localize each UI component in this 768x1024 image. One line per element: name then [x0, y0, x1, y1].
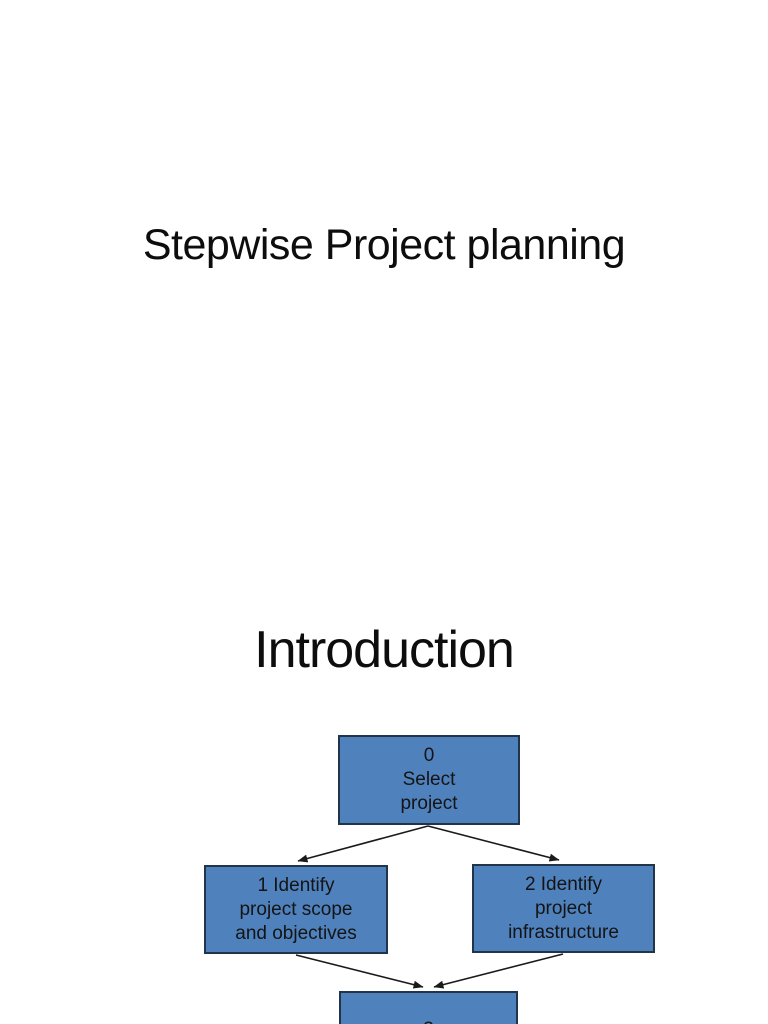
- flow-box-line: 3: [423, 1018, 434, 1024]
- flow-box-line: project scope: [239, 898, 353, 920]
- flow-box-line: 0: [423, 745, 435, 766]
- connector-arrow: [295, 954, 424, 989]
- slide1-title: Stepwise Project planning: [142, 221, 626, 269]
- flow-box-line: 2 Identify: [524, 873, 603, 895]
- connector-arrow: [427, 825, 560, 862]
- flow-box-line: project: [400, 793, 458, 814]
- flow-box-3: 3: [339, 991, 518, 1024]
- flow-box-line: 1 Identify: [257, 874, 335, 896]
- connector-arrow: [433, 953, 564, 989]
- flow-box-line: Select: [402, 769, 456, 790]
- slide2-title: Introduction: [254, 621, 515, 679]
- flow-box-line: and objectives: [235, 922, 357, 944]
- flow-box-line: infrastructure: [508, 921, 619, 943]
- flow-box-line: project: [534, 897, 593, 919]
- connector-arrow: [297, 825, 429, 863]
